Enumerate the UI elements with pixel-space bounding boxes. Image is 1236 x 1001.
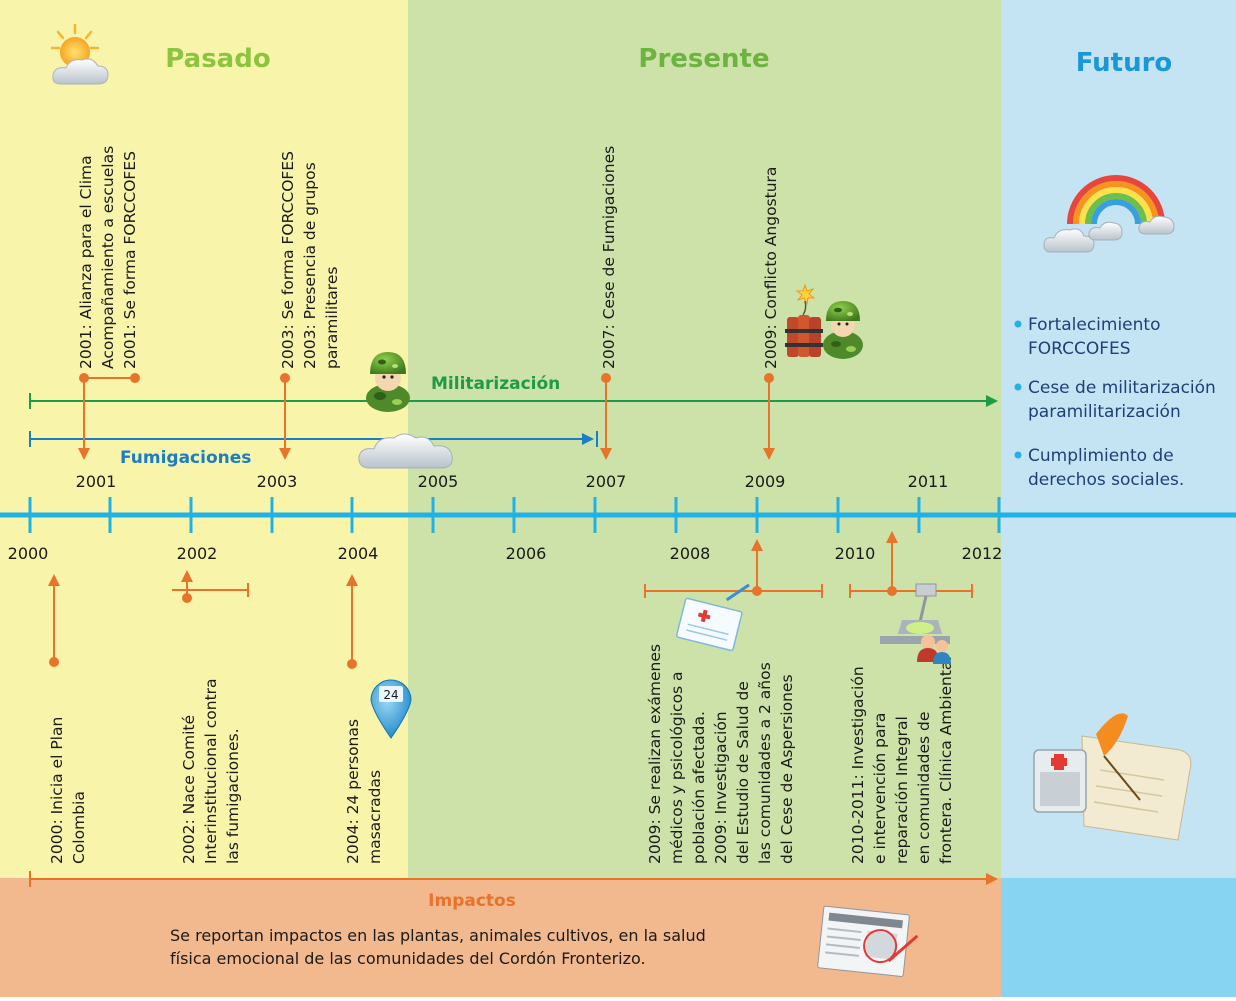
year-label-2011: 2011	[908, 472, 949, 491]
medical-form-icon	[675, 583, 750, 652]
year-label-2001: 2001	[76, 472, 117, 491]
futuro-item-1: Fortalecimiento FORCCOFES	[1028, 315, 1166, 359]
event-connector-2001	[78, 377, 135, 460]
cloud-icon	[358, 433, 453, 469]
lab-scientist-icon	[880, 583, 951, 664]
futuro-list: Fortalecimiento FORCCOFES Cese de milita…	[1014, 315, 1221, 490]
fumigaciones-label: Fumigaciones	[120, 448, 251, 468]
year-label-2006: 2006	[506, 544, 547, 563]
impactos-title: Impactos	[428, 891, 516, 911]
year-label-2012: 2012	[962, 544, 1003, 563]
calendar-badge-text: 24	[383, 688, 398, 702]
year-label-2007: 2007	[586, 472, 627, 491]
event-2004-text: 2004: 24 personas masacradas	[344, 714, 384, 864]
presente-title: Presente	[638, 44, 769, 74]
rainbow-icon	[1043, 175, 1175, 253]
futuro-item-3: Cumplimiento de derechos sociales.	[1028, 446, 1184, 490]
year-label-2008: 2008	[670, 544, 711, 563]
newspaper-icon	[817, 905, 919, 977]
event-2003-text: 2003: Se forma FORCCOFES 2003: Presencia…	[279, 146, 341, 369]
event-2009-health-text: 2009: Se realizan exámenes médicos y psi…	[646, 639, 796, 864]
futuro-item-2: Cese de militarización paramilitarizació…	[1028, 378, 1221, 422]
sun-cloud-icon	[50, 23, 109, 85]
year-label-2000: 2000	[8, 544, 49, 563]
medkit-document-icon	[1033, 713, 1192, 841]
event-connector-2010-2011	[849, 531, 973, 598]
year-label-2009: 2009	[745, 472, 786, 491]
impactos-futuro-panel	[1001, 878, 1236, 997]
year-label-2005: 2005	[418, 472, 459, 491]
event-2002-text: 2002: Nace Comité Interinstitucional con…	[180, 674, 242, 864]
futuro-title: Futuro	[1076, 48, 1173, 78]
impactos-description: Se reportan impactos en las plantas, ani…	[170, 926, 711, 968]
event-connector-2009-health	[644, 539, 823, 598]
timeline-ticks	[28, 497, 1001, 533]
soldier-icon	[366, 352, 410, 412]
militarizacion-label: Militarización	[431, 374, 560, 394]
event-2007-text: 2007: Cese de Fumigaciones	[600, 146, 618, 369]
calendar-pin-icon: 24	[370, 679, 412, 739]
year-label-2002: 2002	[177, 544, 218, 563]
event-2001-text: 2001: Alianza para el Clima Acompañamien…	[77, 141, 139, 369]
dynamite-soldier-icon	[785, 283, 863, 359]
event-2010-2011-text: 2010-2011: Investigación e intervención …	[849, 656, 955, 864]
year-label-2004: 2004	[338, 544, 379, 563]
event-2000-text: 2000: Inicia el Plan Colombia	[48, 712, 88, 864]
year-label-2010: 2010	[835, 544, 876, 563]
event-2009-text: 2009: Conflicto Angostura	[762, 167, 780, 369]
pasado-title: Pasado	[165, 44, 270, 74]
year-label-2003: 2003	[257, 472, 298, 491]
